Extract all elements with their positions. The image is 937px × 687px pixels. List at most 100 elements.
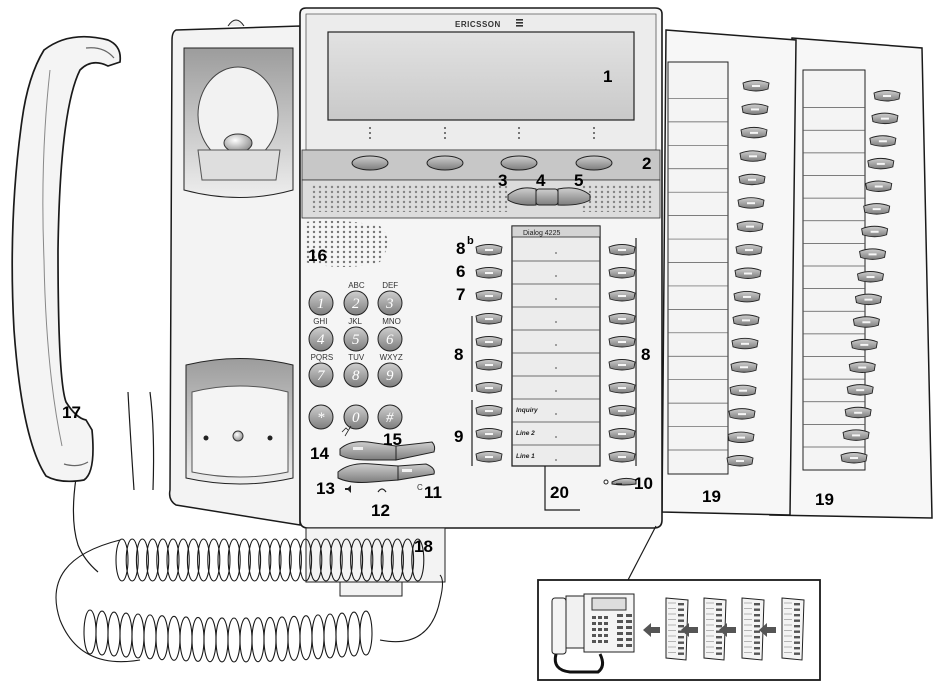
function-key-left[interactable]: [475, 428, 503, 440]
expansion-key[interactable]: [731, 337, 759, 350]
display-dots: [369, 127, 595, 139]
phone-face: ERICSSON Dialog: [299, 7, 663, 529]
expansion-key[interactable]: [867, 157, 895, 170]
expansion-key[interactable]: [733, 290, 761, 303]
expansion-key[interactable]: [856, 271, 885, 283]
expansion-module-right: [769, 37, 933, 519]
expansion-key[interactable]: [741, 103, 769, 115]
expansion-key[interactable]: [873, 90, 901, 102]
keypad-key-12[interactable]: #: [377, 404, 403, 430]
expansion-key[interactable]: [726, 455, 754, 467]
inset-expansion-module: [703, 597, 727, 661]
handset: [11, 35, 122, 483]
expansion-key[interactable]: [854, 293, 882, 306]
coiled-cord: [55, 391, 444, 663]
navigation-keys[interactable]: [507, 187, 591, 206]
expansion-key[interactable]: [871, 112, 899, 125]
keypad-key-11[interactable]: 0: [343, 404, 369, 430]
expansion-key[interactable]: [850, 338, 878, 351]
callout-18: 18: [414, 537, 433, 556]
function-key-right[interactable]: [608, 428, 636, 440]
expansion-key[interactable]: [738, 173, 766, 186]
keypad-digit: 3: [385, 296, 394, 312]
soft-keys[interactable]: [351, 155, 613, 171]
expansion-key[interactable]: [730, 361, 758, 373]
expansion-key[interactable]: [859, 248, 887, 260]
expansion-key[interactable]: [739, 150, 767, 162]
function-key-right[interactable]: [608, 244, 636, 256]
callout-8-top: 8: [456, 239, 465, 258]
expansion-key[interactable]: [740, 126, 768, 139]
expansion-key[interactable]: [732, 314, 760, 326]
function-key-right[interactable]: [608, 313, 636, 325]
card-label-line2: Line 2: [516, 430, 535, 437]
keypad-digit: 4: [317, 332, 325, 348]
expansion-key[interactable]: [842, 429, 870, 441]
expansion-key[interactable]: [735, 244, 763, 256]
expansion-key[interactable]: [736, 220, 764, 233]
expansion-key[interactable]: [848, 361, 876, 373]
function-key-left[interactable]: [475, 290, 503, 302]
callout-13: 13: [316, 479, 335, 498]
volume-keys[interactable]: [339, 441, 436, 461]
function-key-right[interactable]: [608, 359, 636, 371]
callout-11: 11: [424, 483, 442, 502]
expansion-key[interactable]: [865, 180, 893, 192]
function-key-left[interactable]: [475, 382, 503, 394]
function-key-left[interactable]: [475, 451, 503, 463]
expansion-key[interactable]: [869, 135, 897, 147]
function-key-left[interactable]: [475, 405, 503, 417]
brand-logo: ERICSSON: [455, 20, 501, 29]
callout-8-sup: b: [467, 235, 474, 247]
callout-4: 4: [536, 171, 546, 190]
card-label-line1: Line 1: [516, 453, 535, 460]
function-key-left[interactable]: [475, 244, 503, 256]
expansion-key[interactable]: [863, 203, 891, 215]
expansion-key[interactable]: [734, 267, 762, 279]
callout-19-left: 19: [702, 487, 721, 506]
keypad-letters: WXYZ: [380, 353, 403, 362]
headset-key[interactable]: [337, 463, 435, 483]
expansion-key[interactable]: [727, 431, 755, 444]
callout-8-left: 8: [454, 345, 463, 364]
expansion-key[interactable]: [844, 406, 872, 419]
function-key-right[interactable]: [608, 405, 636, 417]
function-key-right[interactable]: [608, 382, 636, 394]
function-key-right[interactable]: [608, 267, 636, 279]
expansion-key[interactable]: [852, 316, 880, 328]
phone-base: [168, 19, 301, 526]
keypad-digit: 1: [317, 296, 325, 312]
function-key-right[interactable]: [608, 336, 636, 348]
arrow-left-icon: [719, 623, 736, 637]
expansion-key[interactable]: [737, 197, 765, 209]
function-key-left[interactable]: [475, 313, 503, 325]
function-key-left[interactable]: [475, 267, 503, 279]
function-key-right[interactable]: [608, 451, 636, 463]
callout-6: 6: [456, 262, 465, 281]
function-key-right[interactable]: [608, 290, 636, 302]
callout-19-right: 19: [815, 490, 834, 509]
keypad-key-10[interactable]: *: [308, 404, 334, 430]
mute-icon: [341, 425, 352, 437]
keypad-letters: JKL: [348, 317, 362, 326]
function-key-left[interactable]: [475, 336, 503, 348]
function-key-left[interactable]: [475, 359, 503, 371]
expansion-key[interactable]: [728, 408, 756, 420]
expansion-key[interactable]: [840, 452, 868, 464]
expansion-key[interactable]: [846, 384, 874, 396]
keypad-key-1[interactable]: 1: [308, 290, 334, 316]
callout-16: 16: [308, 246, 327, 265]
keypad-digit: 6: [386, 332, 394, 348]
expansion-key[interactable]: [729, 384, 757, 397]
expansion-key[interactable]: [742, 80, 770, 92]
expansion-key[interactable]: [861, 225, 889, 238]
callout-20: 20: [550, 483, 569, 502]
